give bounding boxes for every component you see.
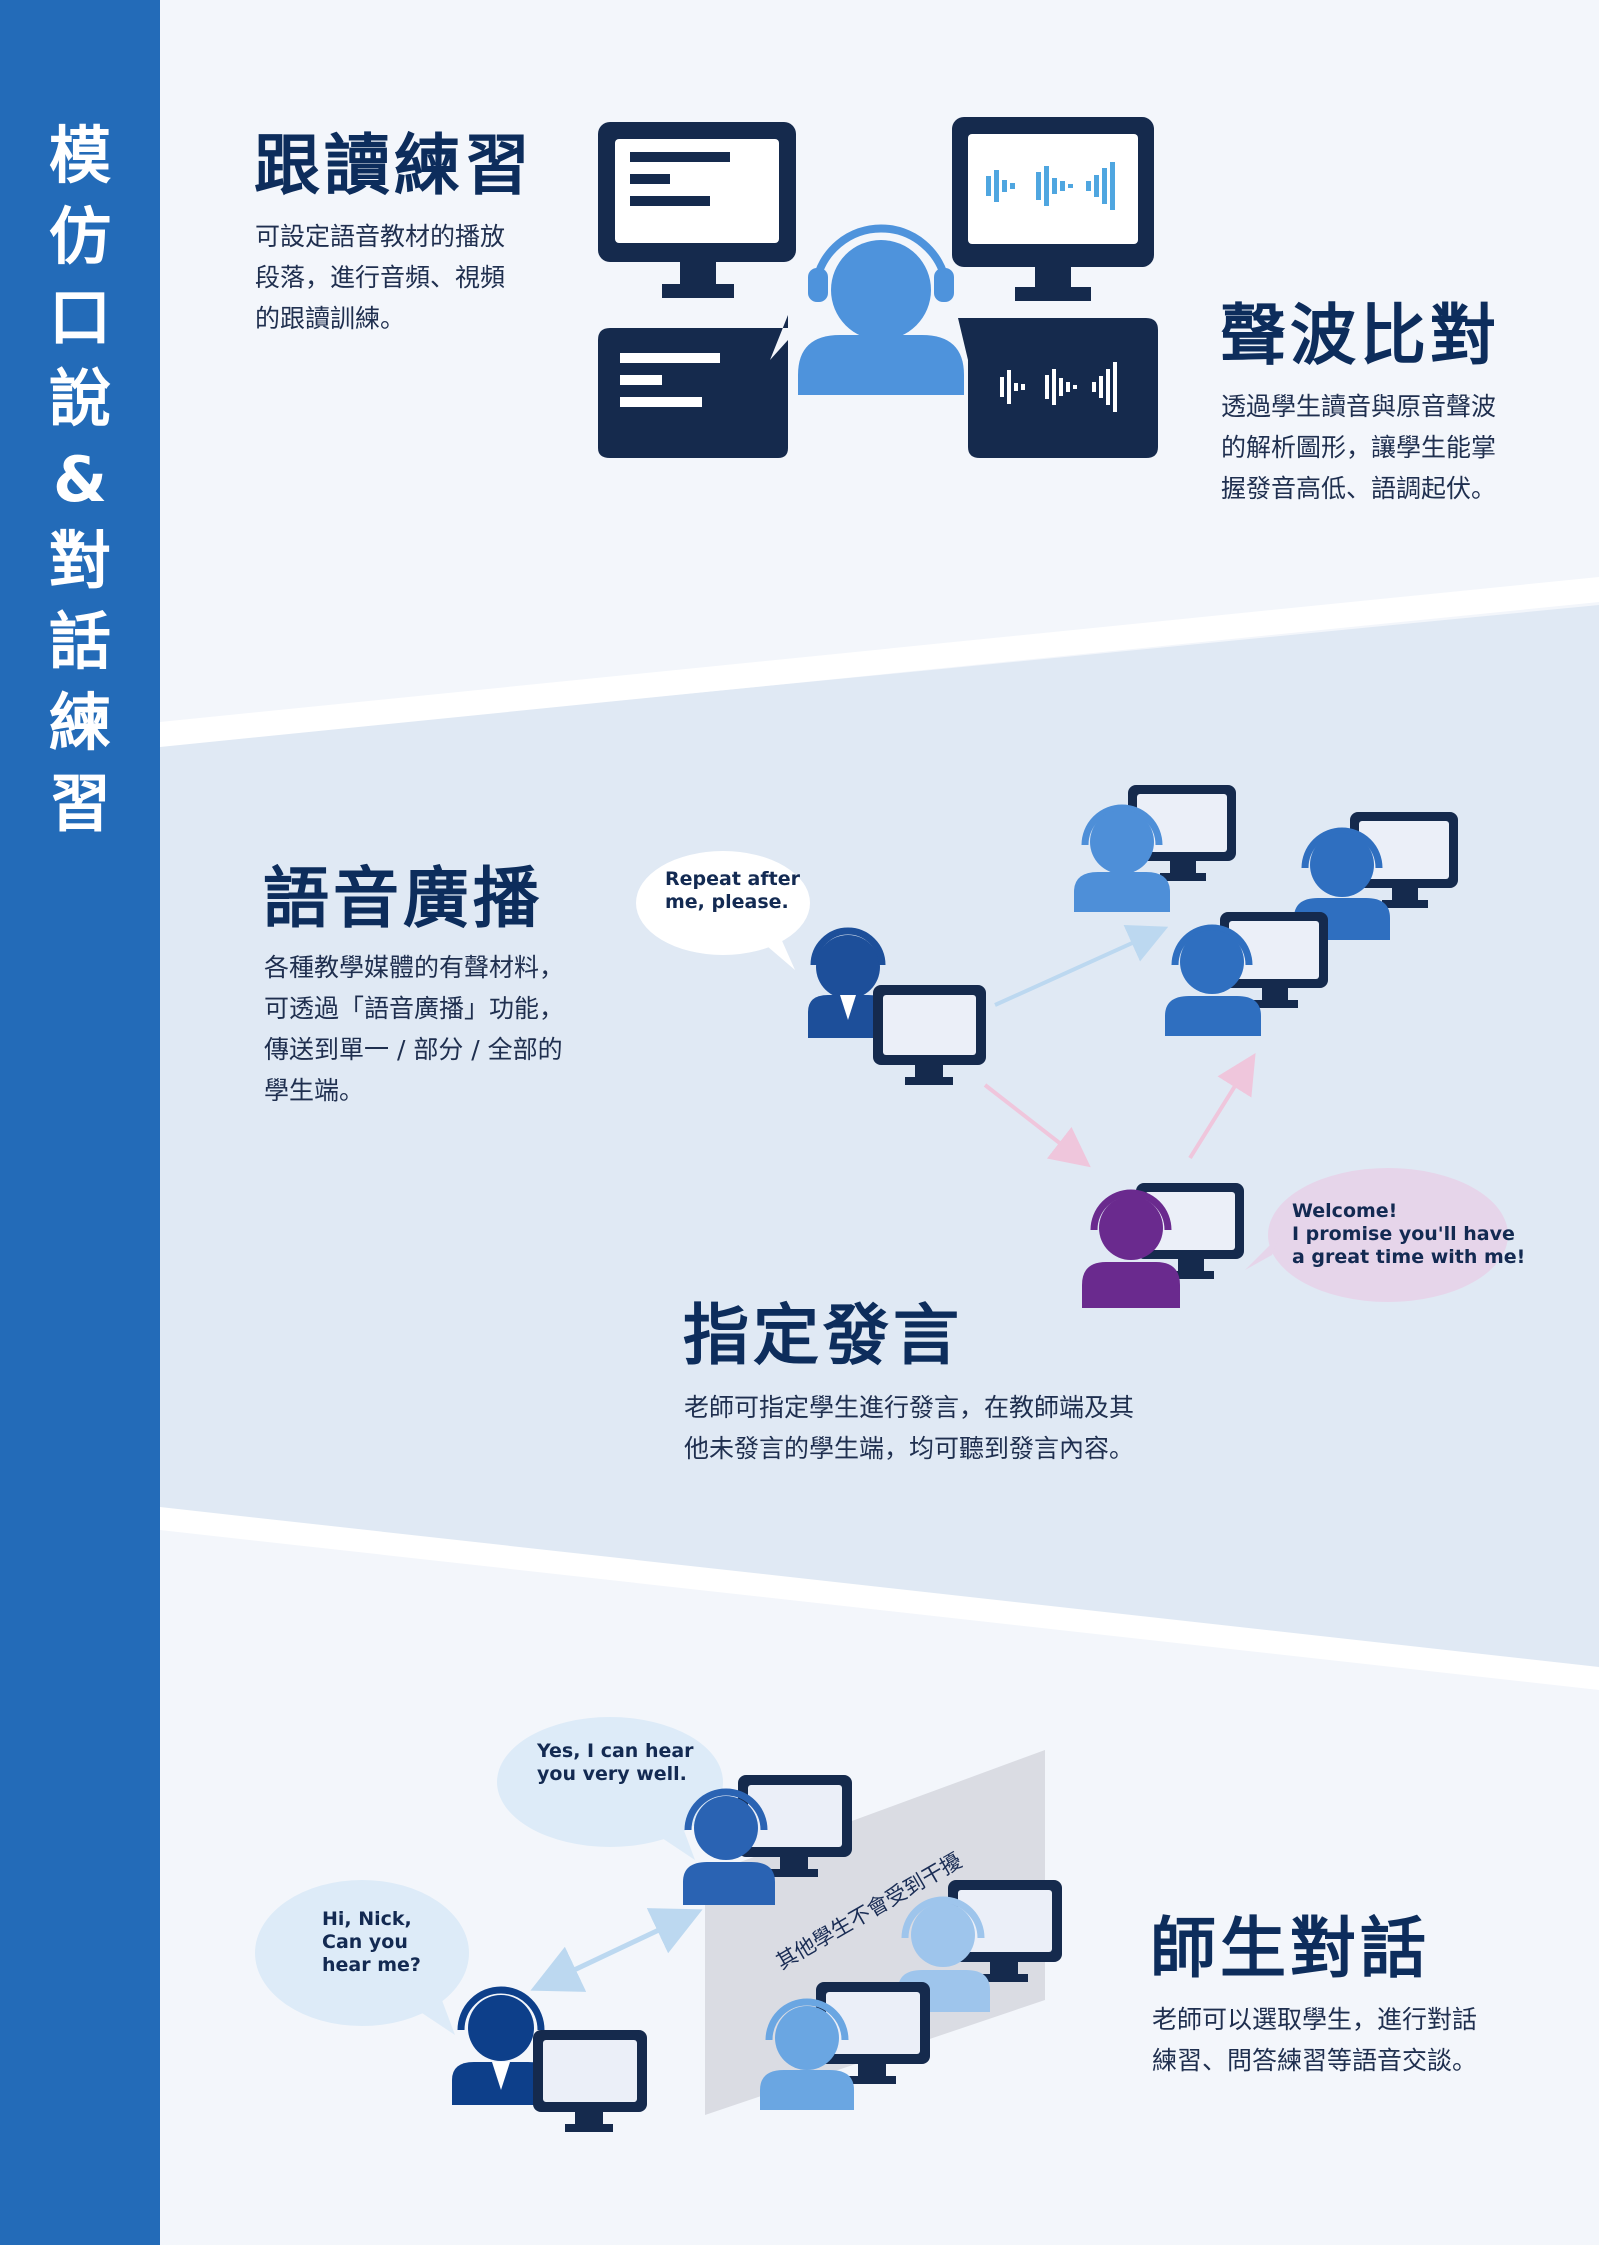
band-edge-top <box>160 577 1599 747</box>
shadowing-text: 可設定語音教材的播放 段落，進行音頻、視頻 的跟讀訓練。 <box>255 216 505 339</box>
shadowing-line: 可設定語音教材的播放 <box>255 222 506 251</box>
broadcast-line: 各種教學媒體的有聲材料， <box>264 953 565 982</box>
sidebar-title-char: 習 <box>48 767 111 840</box>
shadowing-illustration <box>598 117 1158 458</box>
middle-band <box>160 605 1599 1668</box>
sidebar-title-char: 對 <box>48 524 111 597</box>
designate-line: 老師可指定學生進行發言，在教師端及其 <box>684 1393 1135 1422</box>
bubble-line: hear me? <box>322 1954 421 1976</box>
waveform-line: 的解析圖形，讓學生能掌 <box>1221 433 1497 462</box>
dialogue-text: 老師可以選取學生，進行對話 練習、問答練習等語音交談。 <box>1152 1999 1477 2081</box>
sidebar-title-char: 練 <box>48 686 111 759</box>
broadcast-line: 可透過「語音廣播」功能， <box>264 994 565 1023</box>
designate-line: 他未發言的學生端，均可聽到發言內容。 <box>684 1434 1135 1463</box>
sidebar-title-char: 話 <box>48 605 111 678</box>
sidebar-title-char: 仿 <box>48 200 111 273</box>
bubble-line: Repeat after <box>665 868 800 890</box>
broadcast-line: 傳送到單一 / 部分 / 全部的 <box>264 1035 563 1064</box>
bubble-line: you very well. <box>537 1763 687 1785</box>
yes-bubble-text: Yes, I can hear you very well. <box>537 1740 694 1786</box>
broadcast-illustration <box>636 785 1508 1308</box>
sidebar-title-char: & <box>52 443 108 516</box>
hi-bubble-text: Hi, Nick, Can you hear me? <box>322 1908 421 1977</box>
waveform-line: 透過學生讀音與原音聲波 <box>1221 392 1497 421</box>
sidebar-title-char: 說 <box>48 362 111 435</box>
bubble-line: Yes, I can hear <box>537 1740 694 1762</box>
shadowing-title: 跟讀練習 <box>254 127 534 204</box>
sidebar-title: 模 仿 口 說 & 對 話 練 習 <box>0 115 160 844</box>
shadowing-line: 段落，進行音頻、視頻 <box>255 263 506 292</box>
sidebar-title-char: 模 <box>48 119 111 192</box>
waveform-line: 握發音高低、語調起伏。 <box>1221 474 1497 503</box>
bubble-line: Hi, Nick, <box>322 1908 412 1930</box>
broadcast-text: 各種教學媒體的有聲材料， 可透過「語音廣播」功能， 傳送到單一 / 部分 / 全… <box>264 947 564 1111</box>
designate-title: 指定發言 <box>683 1297 963 1374</box>
bubble-line: I promise you'll have <box>1292 1223 1515 1245</box>
bubble-line: Can you <box>322 1931 408 1953</box>
broadcast-title: 語音廣播 <box>263 860 543 937</box>
sidebar <box>0 0 160 2245</box>
dialogue-illustration <box>255 1717 1062 2132</box>
dialogue-line: 練習、問答練習等語音交談。 <box>1152 2046 1478 2075</box>
shadowing-line: 的跟讀訓練。 <box>255 304 406 333</box>
repeat-bubble-text: Repeat after me, please. <box>665 868 800 914</box>
band-edge-bottom <box>160 1507 1599 1690</box>
bubble-line: me, please. <box>665 891 789 913</box>
welcome-bubble-text: Welcome! I promise you'll have a great t… <box>1292 1200 1525 1269</box>
bubble-line: Welcome! <box>1292 1200 1398 1222</box>
dialogue-title: 師生對話 <box>1150 1910 1430 1987</box>
designate-text: 老師可指定學生進行發言，在教師端及其 他未發言的學生端，均可聽到發言內容。 <box>684 1387 1134 1469</box>
waveform-text: 透過學生讀音與原音聲波 的解析圖形，讓學生能掌 握發音高低、語調起伏。 <box>1221 386 1496 509</box>
sidebar-title-char: 口 <box>48 281 111 354</box>
broadcast-line: 學生端。 <box>264 1076 365 1105</box>
dialogue-line: 老師可以選取學生，進行對話 <box>1152 2005 1478 2034</box>
waveform-title: 聲波比對 <box>1220 297 1500 374</box>
bubble-line: a great time with me! <box>1292 1246 1526 1268</box>
